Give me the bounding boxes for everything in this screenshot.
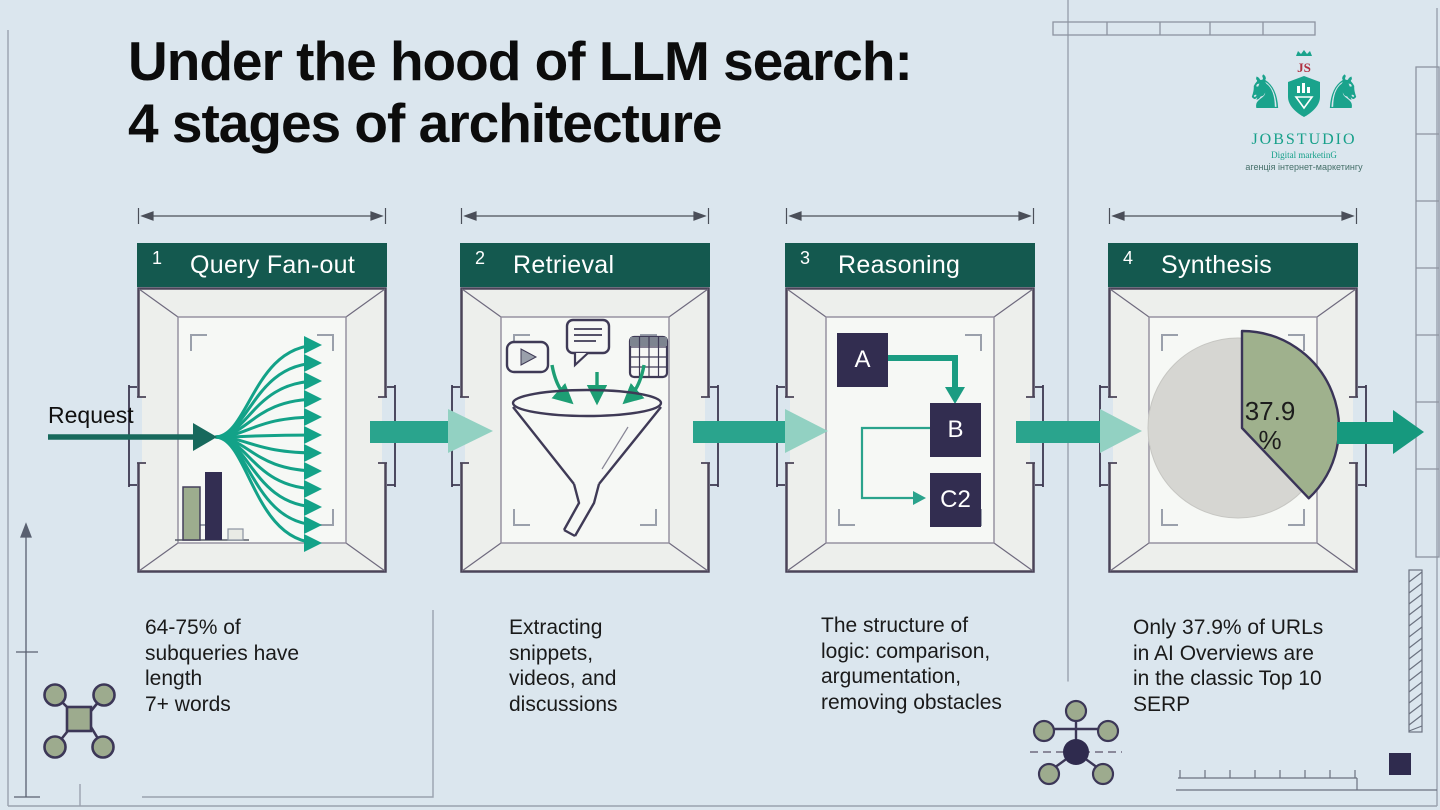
crest-icon: ♞ ♞ JS [1244,50,1364,118]
logo-name: JOBSTUDIO [1251,131,1357,148]
wall-strip-top [1052,21,1316,36]
crown-icon [1296,50,1312,56]
reasoning-box-b: B [930,403,981,457]
flow-diagram-arrows [860,355,965,505]
stage-body [460,287,710,573]
stage-header: 3 Reasoning [785,243,1035,287]
logo-tagline: Digital marketinG [1271,150,1337,160]
stage-body: 37.9 % [1108,287,1358,573]
stage-description-1: 64-75% of subqueries have length 7+ word… [145,616,300,716]
stage-label: Query Fan-out [190,250,356,279]
shield-funnel-icon [1294,96,1314,110]
logo-subtitle: агенція інтернет-маркетингу [1245,162,1363,172]
reasoning-box-c2: C2 [930,473,981,527]
funnel-input-arrows [550,364,646,406]
wall-strip-right [1415,66,1440,558]
stage-label: Reasoning [838,250,961,279]
drone-symbol [43,683,116,759]
shield-chart-icon [1297,83,1310,93]
request-label: Request [48,402,134,428]
stage-card-synthesis: 4 Synthesis 37.9 % [1108,243,1358,573]
stage-header: 4 Synthesis [1108,243,1358,287]
pie-chart [1147,329,1341,519]
stage-card-query-fanout: 1 Query Fan-out [137,243,387,573]
logo: ♞ ♞ JS JOBSTUDIO Digital marketinG агенц… [1238,46,1370,172]
table-icon [628,335,669,379]
hatched-wall-segment [1408,569,1423,733]
blueprint-lines [7,0,1438,807]
stage-label: Retrieval [513,250,615,279]
logo-monogram: JS [1297,60,1311,75]
stage-header: 2 Retrieval [460,243,710,287]
card-dimension-lines [137,208,1358,224]
funnel-icon [511,388,663,538]
stage-number: 2 [475,248,486,268]
stage-label: Synthesis [1161,250,1273,279]
stage-description-4: Only 37.9% of URLs in AI Overviews are i… [1133,616,1324,716]
right-horse-icon: ♞ [1322,66,1363,118]
stage-number: 1 [152,248,163,268]
pie-value: 37.9 % [1244,396,1296,455]
stage-description-3: The structure of logic: comparison, argu… [821,614,1002,714]
reasoning-box-a: A [837,333,888,387]
stage-number: 3 [800,248,811,268]
fanout-arrows [214,336,322,552]
page-title: Under the hood of LLM search: 4 stages o… [128,30,913,154]
left-horse-icon: ♞ [1244,66,1285,118]
navy-square-marker [1389,753,1411,775]
stage-description-2: Extracting snippets, videos, and discuss… [509,616,618,716]
stage-card-retrieval: 2 Retrieval [460,243,710,573]
retrieval-illustration [505,318,669,538]
fanout-illustration [175,336,322,552]
bar-chart-icon [175,472,249,541]
chat-icon [565,318,611,368]
stage-card-reasoning: 3 Reasoning A B C2 [785,243,1035,573]
stage-header: 1 Query Fan-out [137,243,387,287]
left-dimension-line [14,522,40,798]
stage-number: 4 [1123,248,1134,268]
pie-slice [1240,329,1341,500]
stage-body [137,287,387,573]
stage-body: A B C2 [785,287,1035,573]
video-icon [505,340,550,374]
stairs-symbol [1176,770,1437,791]
chandelier-symbol [1030,699,1122,786]
